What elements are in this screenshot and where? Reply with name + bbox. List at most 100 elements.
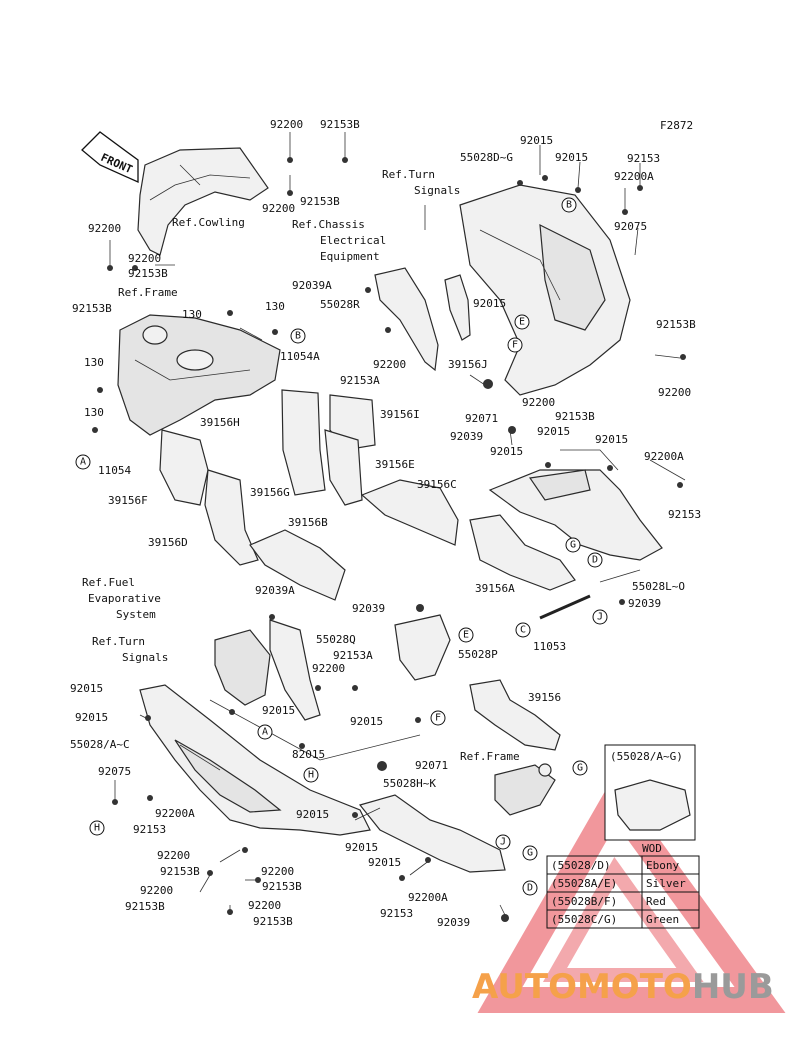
part-label-p30: 92153A (340, 374, 380, 387)
part-label-p24: 92015 (473, 297, 506, 310)
part-label-p63: Signals (122, 651, 168, 664)
svg-text:E: E (463, 630, 469, 641)
callout-c12: A (257, 724, 273, 740)
svg-text:F: F (435, 713, 441, 724)
part-label-p42: 92200A (644, 450, 684, 463)
fuel-evap-bracket (214, 619, 321, 721)
svg-text:G: G (570, 540, 576, 551)
part-label-p65: 92153A (333, 649, 373, 662)
part-label-p76: Ref.Frame (460, 750, 520, 763)
part-label-p92: 92200 (248, 899, 281, 912)
part-label-p27: 130 (265, 300, 285, 313)
front-frame (117, 314, 281, 436)
part-label-p64: 55028Q (316, 633, 356, 646)
part-label-p60: 92039 (352, 602, 385, 615)
part-label-p52: 39156D (148, 536, 188, 549)
part-label-p44: 39156I (380, 408, 420, 421)
callout-c18: D (522, 880, 538, 896)
callout-c4: F (507, 337, 523, 353)
part-label-p82: 92015 (345, 841, 378, 854)
part-label-p54: 55028L~O (632, 580, 685, 593)
part-label-p45: 39156E (375, 458, 415, 471)
part-label-p77: 92075 (98, 765, 131, 778)
part-label-p11: 92015 (520, 134, 553, 147)
part-label-p35: 92071 (465, 412, 498, 425)
svg-text:H: H (94, 823, 100, 834)
part-label-p7: 92200 (128, 252, 161, 265)
part-label-p88: 92200 (140, 884, 173, 897)
fasteners (92, 157, 686, 922)
lower-frame-stub (494, 763, 556, 816)
right-upper-fairing (459, 184, 631, 396)
figure-id: F2872 (660, 119, 693, 132)
svg-text:J: J (597, 612, 603, 623)
part-label-p10: Ref.Frame (118, 286, 178, 299)
part-label-p28: 11054A (280, 350, 320, 363)
part-label-p25: 92153B (656, 318, 696, 331)
inset-title: (55028/A~G) (610, 750, 683, 763)
leader-lines (109, 132, 686, 916)
part-label-p47: 39156F (108, 494, 148, 507)
part-label-p67: 92200 (312, 662, 345, 675)
part-label-p75: 92071 (415, 759, 448, 772)
part-label-p74: 82015 (292, 748, 325, 761)
part-label-p1: 92200 (270, 118, 303, 131)
part-label-p8: 92153B (128, 267, 168, 280)
callout-c6: G (565, 537, 581, 553)
part-label-p40: 92015 (537, 425, 570, 438)
part-label-p58: System (116, 608, 156, 621)
part-label-p70: 92015 (75, 711, 108, 724)
part-label-p84: 92200 (157, 849, 190, 862)
part-label-p73: 55028/A~C (70, 738, 130, 751)
callout-c7: D (587, 552, 603, 568)
part-label-p3: 92153B (300, 195, 340, 208)
callout-c17: G (522, 845, 538, 861)
callout-c13: H (303, 767, 319, 783)
panel-55028P (394, 614, 451, 681)
part-label-p37: 92153B (555, 410, 595, 423)
inset-color-3: Green (646, 913, 679, 926)
part-label-p62: Ref.Turn (92, 635, 145, 648)
svg-text:E: E (519, 317, 525, 328)
watermark-logo (477, 776, 786, 1013)
svg-text:D: D (527, 883, 533, 894)
part-label-p94: 92039 (437, 916, 470, 929)
inset-header: WOD (642, 842, 662, 855)
part-label-p59: 92039A (255, 584, 295, 597)
inset-code-1: (55028A/E) (551, 877, 617, 890)
part-label-p33: 130 (84, 356, 104, 369)
part-label-p46: 11054 (98, 464, 131, 477)
callout-c15: G (572, 760, 588, 776)
part-label-p66: 55028P (458, 648, 498, 661)
part-label-p16: 92075 (614, 220, 647, 233)
part-label-p4: 92200 (262, 202, 295, 215)
part-label-p55: 92039 (628, 597, 661, 610)
part-label-p61: 11053 (533, 640, 566, 653)
part-label-p71: 92015 (262, 704, 295, 717)
callout-c8: C (515, 622, 531, 638)
front-arrow: FRONT (81, 131, 139, 184)
part-label-p56: Ref.Fuel (82, 576, 135, 589)
part-label-p6: 92200 (88, 222, 121, 235)
part-label-p81: 92153 (133, 823, 166, 836)
right-lower-fairing (488, 449, 663, 561)
part-label-p13: 92015 (555, 151, 588, 164)
part-label-p43: 39156H (200, 416, 240, 429)
part-label-p32: 92200 (658, 386, 691, 399)
callout-c3: E (514, 314, 530, 330)
part-label-p69: 39156 (528, 691, 561, 704)
inset-code-2: (55028B/F) (551, 895, 617, 908)
part-label-p80: 92015 (296, 808, 329, 821)
part-label-p48: 39156G (250, 486, 290, 499)
part-label-p83: 92015 (368, 856, 401, 869)
part-label-p50: 92153 (668, 508, 701, 521)
part-label-p51: 39156B (288, 516, 328, 529)
heat-pad-39156J (444, 274, 471, 341)
part-label-p53: 39156A (475, 582, 515, 595)
part-label-p18: Signals (414, 184, 460, 197)
part-label-p2: 92153B (320, 118, 360, 131)
part-label-p49: 39156C (417, 478, 457, 491)
callout-c14: H (89, 820, 105, 836)
